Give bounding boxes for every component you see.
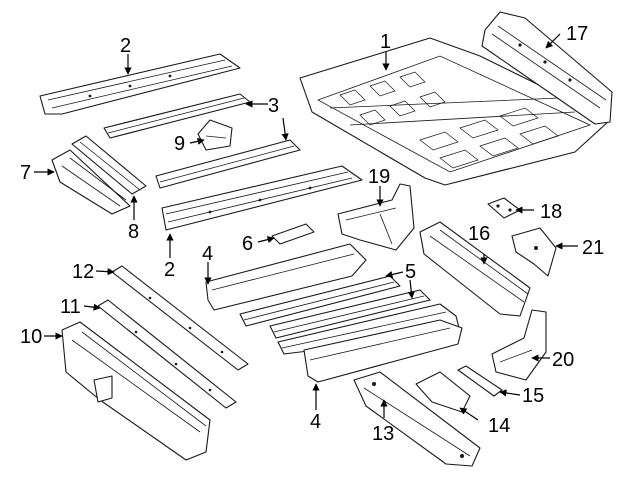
bracket-21-part — [511, 227, 557, 277]
cross-member-lower-part — [155, 139, 301, 189]
sill-4-upper-part — [205, 243, 367, 311]
rail-12-part — [111, 265, 249, 371]
rail-11-part — [97, 299, 237, 409]
callout-2-upper: 2 — [120, 35, 131, 57]
callout-5: 5 — [405, 261, 416, 283]
callout-1: 1 — [380, 31, 391, 53]
leader-lines — [34, 33, 578, 421]
callout-7: 7 — [20, 162, 31, 184]
crossmember-13-part — [353, 371, 481, 467]
plate-6-part — [271, 223, 315, 245]
lower-side-rail-part — [161, 165, 363, 231]
callout-3: 3 — [268, 95, 279, 117]
strip-8-part — [71, 135, 147, 195]
callout-4-upper: 4 — [202, 243, 213, 265]
callout-13: 13 — [372, 423, 394, 445]
frame-rail-16-part — [419, 221, 531, 317]
callout-17: 17 — [566, 23, 588, 45]
cross-member-5b-part — [269, 289, 431, 339]
callout-15: 15 — [522, 385, 544, 407]
plate-18-part — [487, 197, 521, 219]
bracket-14-part — [415, 371, 471, 413]
frame-10-part — [61, 321, 211, 461]
sill-4-lower-part — [303, 319, 463, 383]
side-rail-part — [481, 11, 613, 125]
callout-19: 19 — [368, 166, 390, 188]
callout-11: 11 — [60, 296, 81, 318]
callout-21: 21 — [582, 237, 604, 259]
callout-8: 8 — [128, 221, 139, 243]
bracket-9-part — [197, 119, 233, 151]
reinforcement-7-part — [51, 149, 131, 215]
callout-10: 10 — [20, 326, 42, 348]
callout-labels: 1 2 3 9 7 8 2 6 4 5 12 11 10 4 13 14 15 … — [20, 23, 604, 445]
callout-16: 16 — [468, 223, 490, 245]
callout-18: 18 — [540, 201, 562, 223]
callout-12: 12 — [72, 261, 94, 283]
cross-member-5a-part — [239, 275, 401, 327]
bracket-19-part — [337, 183, 415, 251]
callout-2-lower: 2 — [164, 259, 175, 281]
callout-6: 6 — [242, 233, 253, 255]
callout-20: 20 — [552, 349, 574, 371]
bracket-20-part — [491, 309, 547, 381]
callout-4-lower: 4 — [310, 411, 321, 433]
upper-side-rail-part — [39, 53, 241, 115]
cross-member-5c-part — [277, 303, 461, 355]
callout-14: 14 — [488, 415, 510, 437]
callout-9: 9 — [174, 133, 185, 155]
floor-pan-part — [299, 37, 611, 186]
